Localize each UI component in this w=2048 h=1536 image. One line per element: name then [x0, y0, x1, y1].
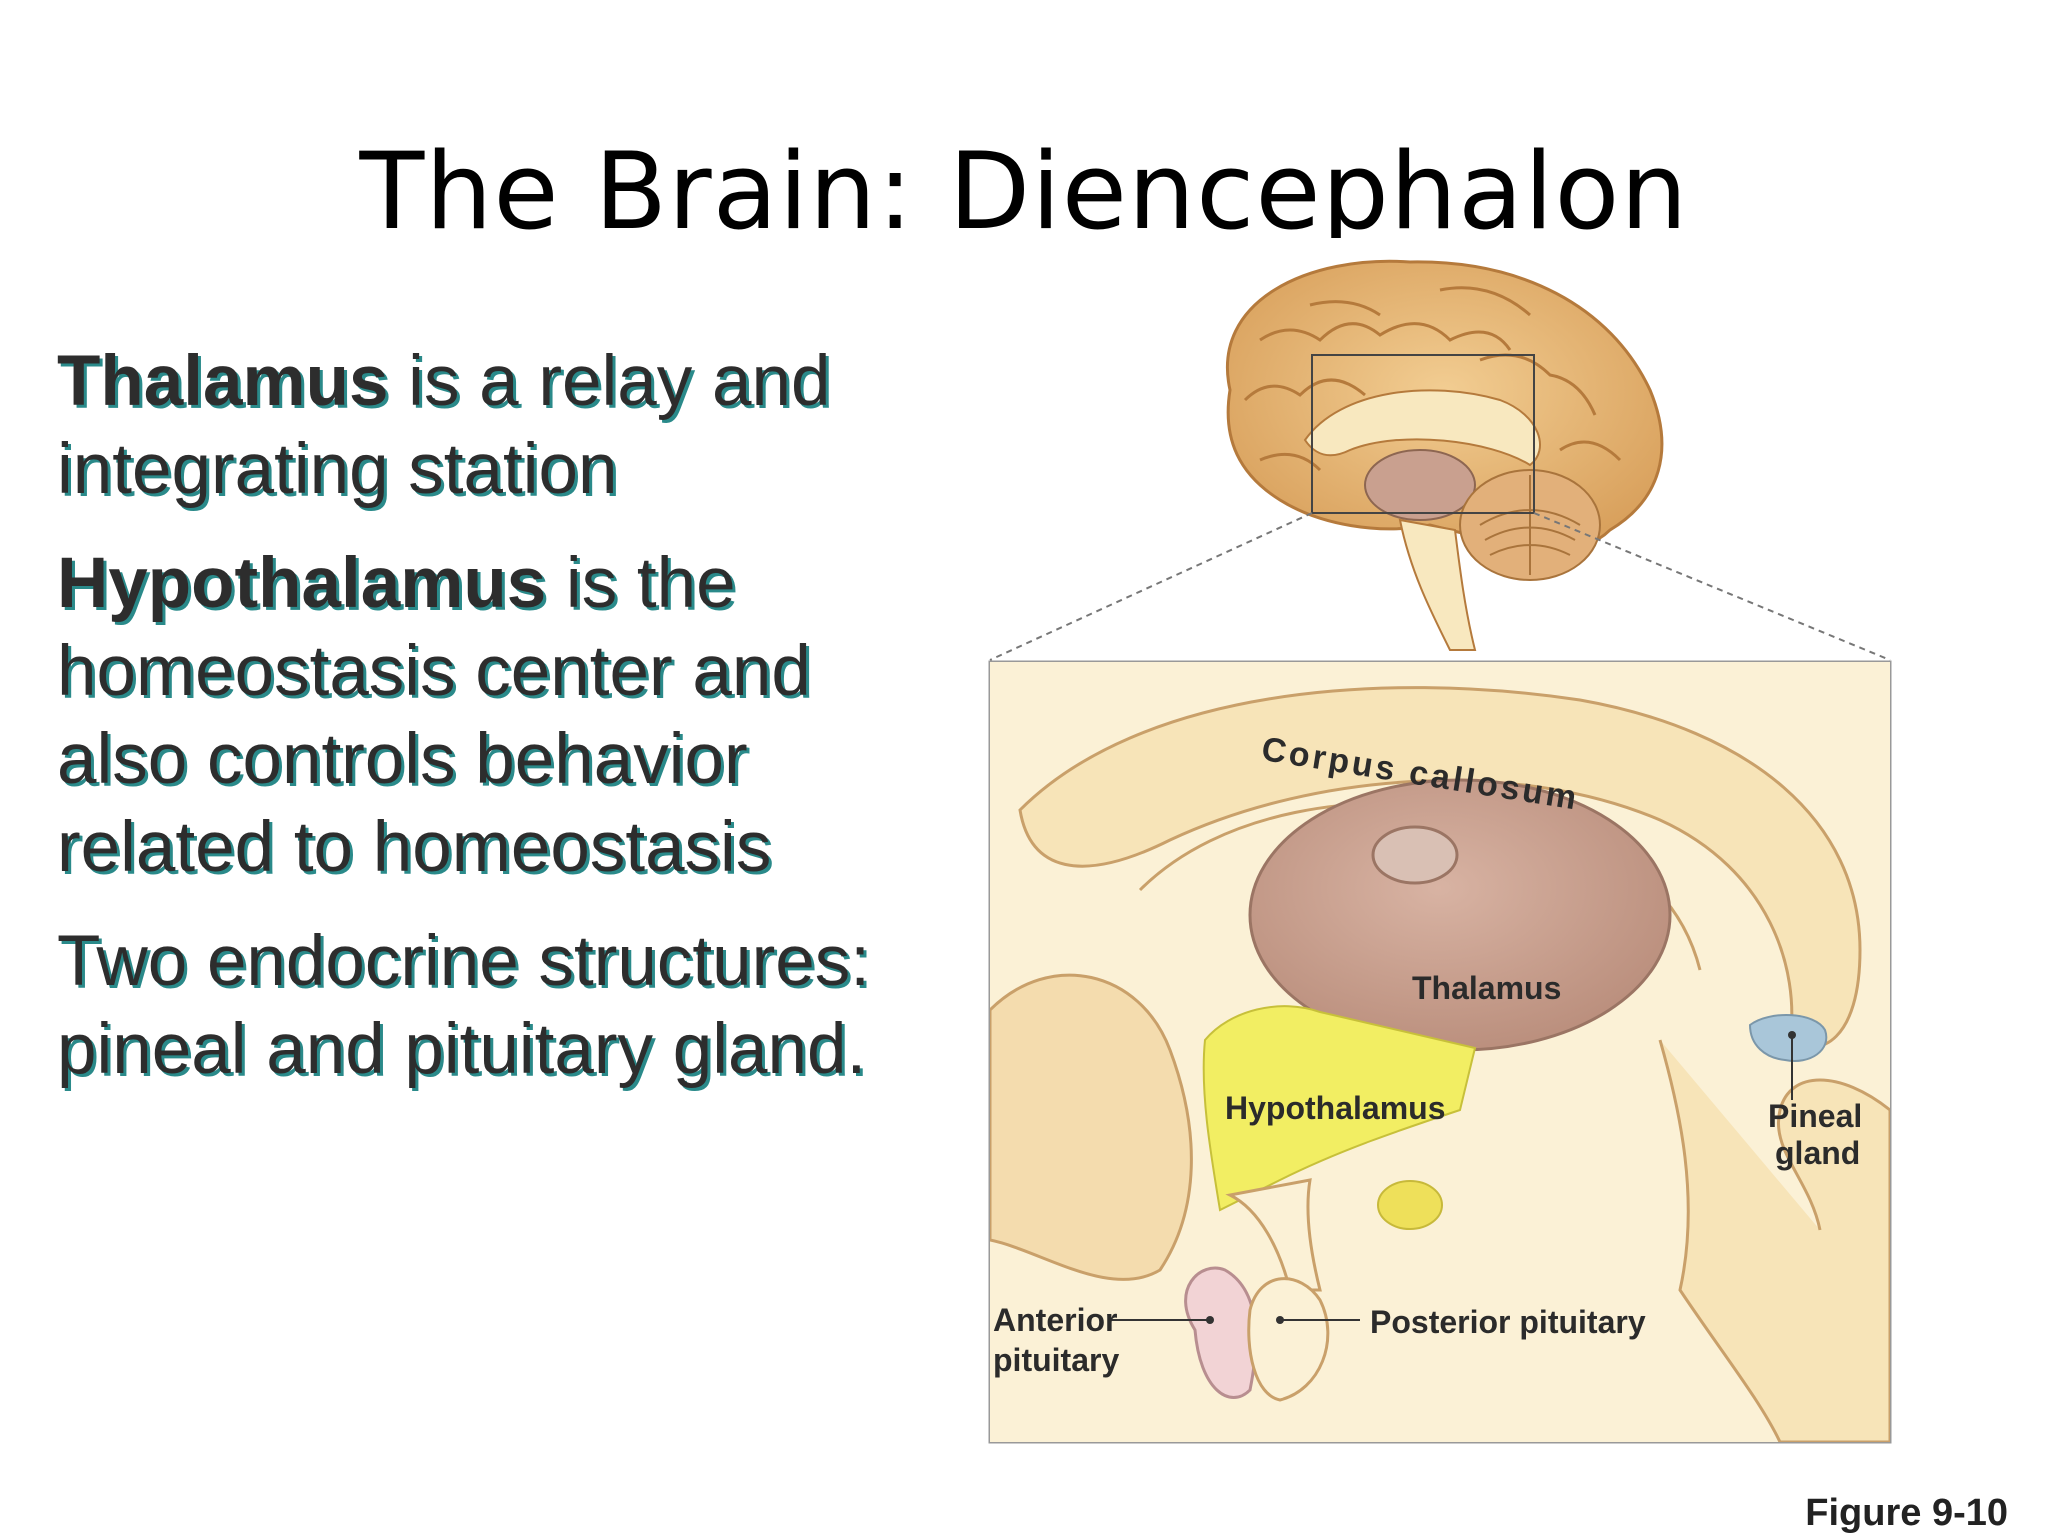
pineal-shape [1748, 1014, 1828, 1062]
bullet-endocrine: Two endocrine structures: pineal and pit… [57, 918, 877, 1094]
page-title: The Brain: Diencephalon [359, 130, 1689, 253]
bullet-hypothalamus: Hypothalamus is the homeostasis center a… [57, 540, 877, 892]
label-pineal-line2: gland [1775, 1135, 1861, 1171]
bullet-endocrine-text: Two endocrine structures: pineal and pit… [57, 922, 870, 1089]
label-thalamus: Thalamus [1412, 970, 1562, 1006]
bullet-thalamus-term: Thalamus [57, 342, 389, 421]
bullet-list: Thalamus is a relay and integrating stat… [57, 338, 877, 1120]
label-hypothalamus: Hypothalamus [1225, 1090, 1446, 1126]
bullet-thalamus-text: is a relay and integrating station [57, 342, 831, 509]
bullet-hypothalamus-term: Hypothalamus [57, 544, 547, 623]
diencephalon-figure: Corpus callosum Thalamus Hypothalamus Pi… [960, 250, 1900, 1450]
bullet-hypothalamus-text: is the homeostasis center and also contr… [57, 544, 811, 887]
bullet-thalamus: Thalamus is a relay and integrating stat… [57, 338, 877, 514]
hypothalamus-shape [1202, 1005, 1477, 1212]
diencephalon-illustration [988, 259, 1892, 1444]
label-anterior-line1: Anterior [993, 1302, 1118, 1338]
label-pineal-line1: Pineal [1768, 1098, 1863, 1134]
zoom-line-left [989, 512, 1313, 661]
posterior-pituitary-shape [1247, 1277, 1330, 1402]
zoom-line-right [1533, 512, 1891, 661]
label-anterior-line2: pituitary [993, 1342, 1120, 1378]
whole-brain-thumbnail [1226, 259, 1664, 651]
figure-number: Figure 9-10 [1805, 1492, 2008, 1534]
enlarged-panel [988, 660, 1892, 1444]
title-mask [380, 238, 1680, 260]
label-posterior-pituitary: Posterior pituitary [1370, 1304, 1646, 1340]
